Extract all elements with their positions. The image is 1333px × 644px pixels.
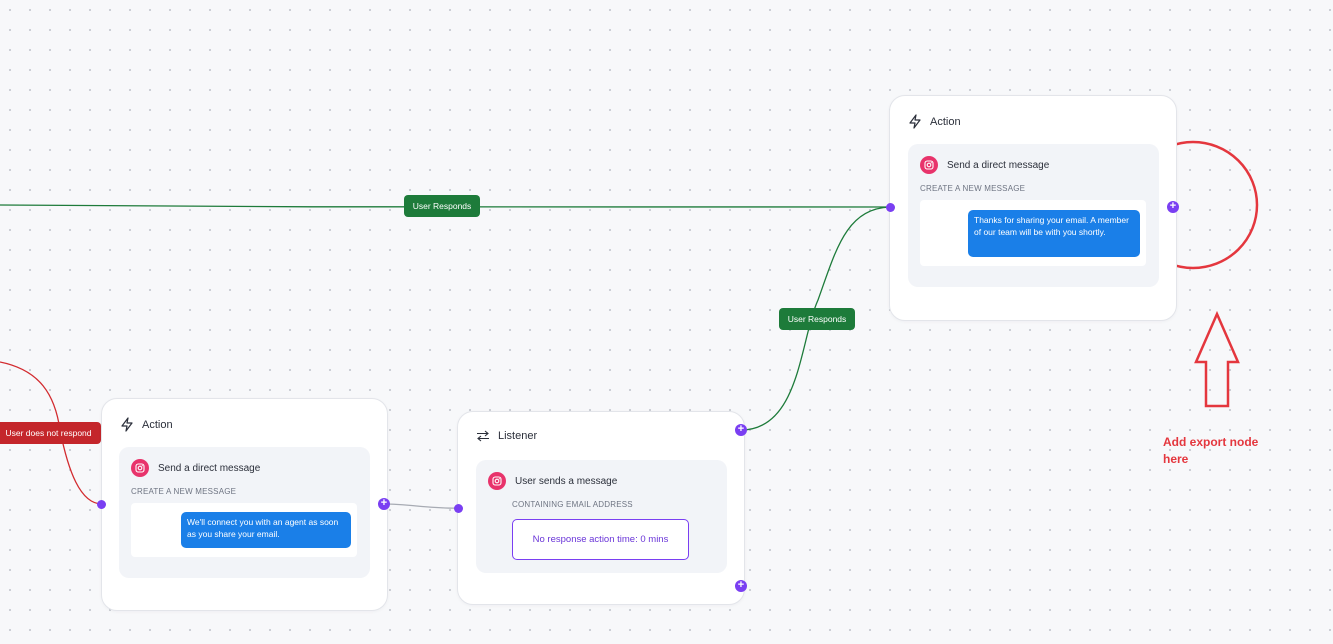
node-header: Action (908, 114, 961, 129)
message-block[interactable]: Send a direct message CREATE A NEW MESSA… (908, 144, 1159, 287)
message-preview[interactable]: Thanks for sharing your email. A member … (920, 200, 1146, 266)
create-message-caption: CREATE A NEW MESSAGE (131, 487, 237, 496)
add-node-handle-listener-top[interactable]: + (735, 424, 747, 436)
edge-label-user-responds-mid[interactable]: User Responds (779, 308, 855, 330)
containing-email-caption: CONTAINING EMAIL ADDRESS (512, 500, 633, 509)
user-sends-label: User sends a message (515, 475, 618, 487)
send-dm-row: Send a direct message (920, 156, 1049, 174)
node-header: Listener (476, 430, 537, 442)
message-bubble: We'll connect you with an agent as soon … (181, 512, 351, 548)
node-title: Action (142, 418, 173, 431)
send-dm-row: Send a direct message (131, 459, 260, 477)
input-port-bottom-action[interactable] (97, 500, 106, 509)
node-title: Action (930, 115, 961, 128)
edge-listener-to-action (740, 206, 892, 431)
message-block[interactable]: Send a direct message CREATE A NEW MESSA… (119, 447, 370, 578)
node-title: Listener (498, 430, 538, 442)
no-response-button[interactable]: No response action time: 0 mins (512, 519, 689, 560)
create-message-caption: CREATE A NEW MESSAGE (920, 184, 1026, 193)
instagram-icon (131, 459, 149, 477)
input-port-listener[interactable] (454, 504, 463, 513)
add-node-handle-bottom-action[interactable]: + (378, 498, 390, 510)
send-dm-label: Send a direct message (158, 462, 261, 474)
add-node-handle-listener-bottom[interactable]: + (735, 580, 747, 592)
instagram-icon (920, 156, 938, 174)
edge-label-user-responds-top[interactable]: User Responds (404, 195, 480, 217)
input-port-top-action[interactable] (886, 203, 895, 212)
lightning-icon (909, 114, 921, 129)
send-dm-label: Send a direct message (947, 159, 1050, 171)
lightning-icon (121, 417, 133, 432)
edge-action-to-listener (383, 503, 460, 509)
edge-label-user-does-not-respond[interactable]: User does not respond (0, 422, 101, 444)
node-header: Action (120, 417, 173, 432)
listener-node[interactable]: Listener User sends a message CONTAINING… (457, 411, 745, 605)
add-node-handle-top[interactable]: + (1167, 201, 1179, 213)
action-node-bottom[interactable]: Action Send a direct message CREATE A NE… (101, 398, 388, 611)
annotation-arrow (1194, 310, 1240, 408)
user-sends-row: User sends a message (488, 472, 617, 490)
action-node-top[interactable]: Action Send a direct message CREATE A NE… (889, 95, 1177, 321)
annotation-text: Add export node here (1163, 435, 1259, 466)
message-bubble: Thanks for sharing your email. A member … (968, 210, 1140, 257)
instagram-icon (488, 472, 506, 490)
message-preview[interactable]: We'll connect you with an agent as soon … (131, 503, 357, 557)
listener-block[interactable]: User sends a message CONTAINING EMAIL AD… (476, 460, 727, 573)
swap-arrows-icon (477, 430, 489, 442)
